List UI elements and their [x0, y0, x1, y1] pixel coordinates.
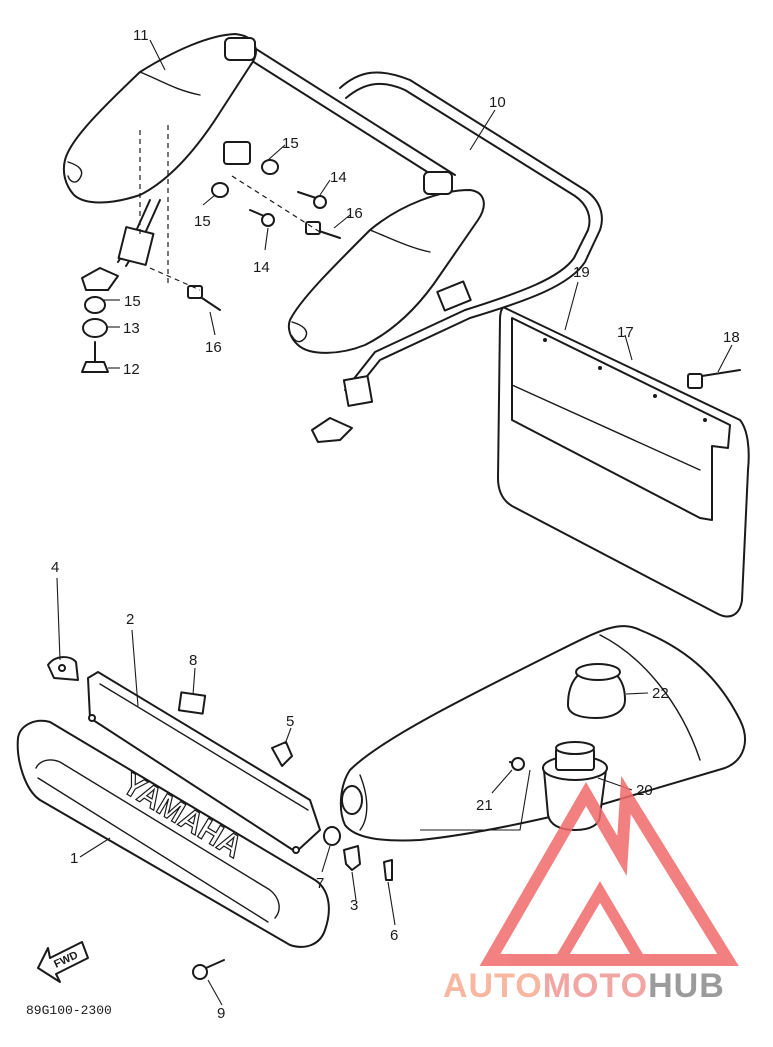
forward-direction-marker: FWD	[37, 941, 89, 983]
watermark-text-auto: AUTO	[443, 967, 543, 1005]
label-part-8: 8	[189, 652, 197, 669]
label-part-20: 20	[636, 782, 653, 799]
label-part-10: 10	[489, 94, 506, 111]
side-cover-left	[62, 33, 257, 204]
label-part-1: 1	[70, 850, 78, 867]
label-part-15b: 15	[194, 213, 211, 230]
label-part-2: 2	[126, 611, 134, 628]
label-part-21: 21	[476, 797, 493, 814]
fuel-tank	[339, 625, 746, 842]
watermark-logo	[479, 775, 739, 966]
leader-lines	[56, 39, 733, 1006]
part-labels: 1 2 3 4 5 6 7 8 9 10 11 12 13 14 14 15 1…	[51, 27, 740, 1022]
label-part-15a: 15	[282, 135, 299, 152]
label-part-14a: 14	[330, 169, 347, 186]
watermark-text: AUTOMOTOHUB	[443, 967, 725, 1005]
label-part-13: 13	[123, 320, 140, 337]
label-part-11: 11	[133, 27, 149, 44]
label-part-18: 18	[723, 329, 740, 346]
label-part-4: 4	[51, 559, 59, 576]
label-part-16a: 16	[346, 205, 363, 222]
fasteners-upper	[81, 125, 341, 373]
label-part-14b: 14	[253, 259, 270, 276]
mud-flap-plate	[497, 306, 750, 618]
label-part-17: 17	[617, 324, 634, 341]
watermark-text-moto: MOTO	[543, 967, 648, 1005]
label-part-6: 6	[390, 927, 398, 944]
fasteners-lower	[47, 656, 393, 980]
label-part-22: 22	[652, 685, 669, 702]
watermark-text-hub: HUB	[648, 967, 725, 1005]
emblem-bracket	[87, 671, 321, 854]
label-part-16b: 16	[205, 339, 222, 356]
diagram-code: 89G100-2300	[26, 1003, 112, 1018]
label-part-3: 3	[350, 897, 358, 914]
label-part-15c: 15	[124, 293, 141, 310]
label-part-9: 9	[217, 1005, 225, 1022]
side-cover-right	[287, 171, 485, 354]
label-part-5: 5	[286, 713, 294, 730]
grab-rail	[81, 41, 603, 443]
label-part-7: 7	[316, 875, 324, 892]
label-part-12: 12	[123, 361, 140, 378]
label-part-19: 19	[573, 264, 590, 281]
